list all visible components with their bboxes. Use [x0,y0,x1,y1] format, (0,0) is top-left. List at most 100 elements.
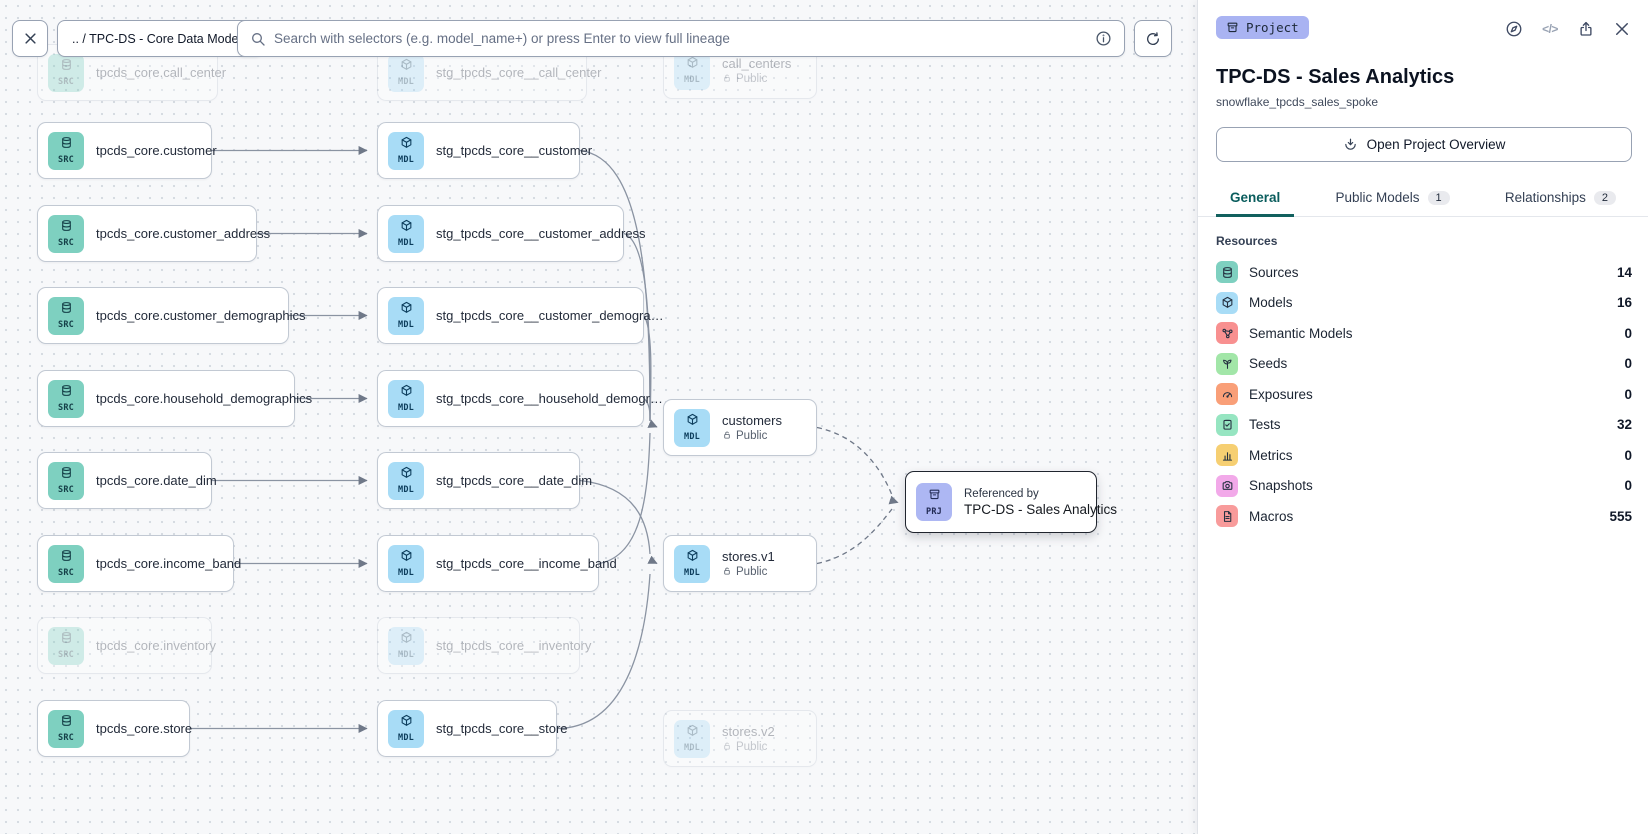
source-node[interactable]: SRCtpcds_core.date_dim [37,452,212,509]
resource-count: 0 [1624,326,1632,341]
node-type-badge: MDL [388,215,424,253]
resource-label: Exposures [1249,387,1313,402]
public-model-node[interactable]: MDLstores.v2Public [663,710,817,767]
source-node[interactable]: SRCtpcds_core.customer_address [37,205,257,262]
database-icon [1216,261,1238,283]
referenced-project-node[interactable]: PRJReferenced byTPC-DS - Sales Analytics [905,471,1097,533]
resource-row[interactable]: Sources14 [1216,257,1632,288]
tab-count-badge: 2 [1594,191,1616,205]
cube-icon [400,136,413,154]
resource-row[interactable]: Tests32 [1216,410,1632,441]
camera-icon [1216,475,1238,497]
resource-label: Snapshots [1249,478,1313,493]
close-icon [23,31,38,46]
close-lineage-button[interactable] [12,20,48,57]
resource-row[interactable]: Models16 [1216,288,1632,319]
cube-icon [400,219,413,237]
refresh-button[interactable] [1134,20,1172,57]
resource-row[interactable]: Macros555 [1216,501,1632,532]
model-node[interactable]: MDLstg_tpcds_core__inventory [377,617,580,674]
seed-icon [1216,353,1238,375]
node-label: tpcds_core.income_band [96,556,241,571]
info-icon[interactable] [1095,30,1112,47]
node-type-label: SRC [58,733,74,743]
tab-label: General [1230,190,1280,205]
node-label: stg_tpcds_core__call_center [436,65,602,80]
cube-icon [400,301,413,319]
node-type-badge: SRC [48,215,84,253]
public-model-node[interactable]: MDLcustomersPublic [663,399,817,456]
node-type-badge: SRC [48,710,84,748]
node-type-badge: MDL [674,52,710,90]
resource-row[interactable]: Seeds0 [1216,349,1632,380]
node-label: stg_tpcds_core__store [436,721,568,736]
source-node[interactable]: SRCtpcds_core.household_demographics [37,370,295,427]
node-type-label: SRC [58,238,74,248]
cube-icon [400,466,413,484]
node-visibility: Public [722,73,791,86]
node-type-badge: MDL [388,54,424,92]
node-label: stg_tpcds_core__income_band [436,556,617,571]
compass-icon [1505,20,1523,38]
panel-title: TPC-DS - Sales Analytics [1216,66,1632,89]
model-node[interactable]: MDLstg_tpcds_core__customer [377,122,580,179]
search-input[interactable] [274,31,1087,46]
source-node[interactable]: SRCtpcds_core.store [37,700,190,757]
node-type-badge: SRC [48,380,84,418]
node-label: stg_tpcds_core__customer_address [436,226,646,241]
database-icon [60,466,73,484]
cube-icon [686,413,699,431]
node-type-badge: SRC [48,462,84,500]
resource-row[interactable]: Metrics0 [1216,440,1632,471]
node-type-label: MDL [398,650,414,660]
open-project-overview-button[interactable]: Open Project Overview [1216,127,1632,162]
model-node[interactable]: MDLstg_tpcds_core__store [377,700,557,757]
resource-count: 16 [1617,295,1632,310]
resource-row[interactable]: Exposures0 [1216,379,1632,410]
source-node[interactable]: SRCtpcds_core.inventory [37,617,212,674]
model-node[interactable]: MDLstg_tpcds_core__income_band [377,535,599,592]
archive-icon [928,488,941,506]
node-type-badge: MDL [388,710,424,748]
open-project-overview-label: Open Project Overview [1367,137,1506,152]
cube-icon [686,724,699,742]
source-node[interactable]: SRCtpcds_core.income_band [37,535,234,592]
source-node[interactable]: SRCtpcds_core.customer_demographics [37,287,289,344]
database-icon [60,58,73,76]
resource-count: 0 [1624,478,1632,493]
lineage-canvas[interactable]: SRCtpcds_core.call_centerSRCtpcds_core.c… [0,0,1197,834]
breadcrumb[interactable]: .. / TPC-DS - Core Data Models [57,20,263,57]
resource-label: Sources [1249,265,1299,280]
model-node[interactable]: MDLstg_tpcds_core__customer_address [377,205,624,262]
tab-label: Relationships [1505,190,1586,205]
node-label: tpcds_core.customer_demographics [96,308,306,323]
tab-relationships[interactable]: Relationships 2 [1491,184,1630,217]
model-node[interactable]: MDLstg_tpcds_core__date_dim [377,452,580,509]
node-type-label: SRC [58,650,74,660]
explore-button[interactable] [1504,19,1524,39]
node-type-badge: MDL [388,380,424,418]
cube-icon [400,58,413,76]
source-node[interactable]: SRCtpcds_core.customer [37,122,212,179]
share-icon [1577,20,1595,38]
node-label: stg_tpcds_core__customer_demogra… [436,308,664,323]
node-type-label: PRJ [926,507,942,517]
panel-close-button[interactable] [1612,19,1632,39]
panel-subtitle: snowflake_tpcds_sales_spoke [1216,95,1632,109]
node-type-badge: MDL [388,627,424,665]
model-node[interactable]: MDLstg_tpcds_core__customer_demogra… [377,287,644,344]
refresh-icon [1145,31,1161,47]
node-label: stg_tpcds_core__date_dim [436,473,592,488]
share-button[interactable] [1576,19,1596,39]
tab-public-models[interactable]: Public Models 1 [1321,184,1463,217]
database-icon [60,631,73,649]
public-model-node[interactable]: MDLstores.v1Public [663,535,817,592]
resource-label: Seeds [1249,356,1287,371]
node-visibility: Public [722,566,775,579]
resource-row[interactable]: Snapshots 0 [1216,471,1632,502]
tab-general[interactable]: General [1216,184,1294,217]
model-node[interactable]: MDLstg_tpcds_core__household_demogr… [377,370,644,427]
resource-row[interactable]: Semantic Models0 [1216,318,1632,349]
code-button[interactable]: </> [1540,19,1560,39]
node-type-badge: MDL [388,545,424,583]
